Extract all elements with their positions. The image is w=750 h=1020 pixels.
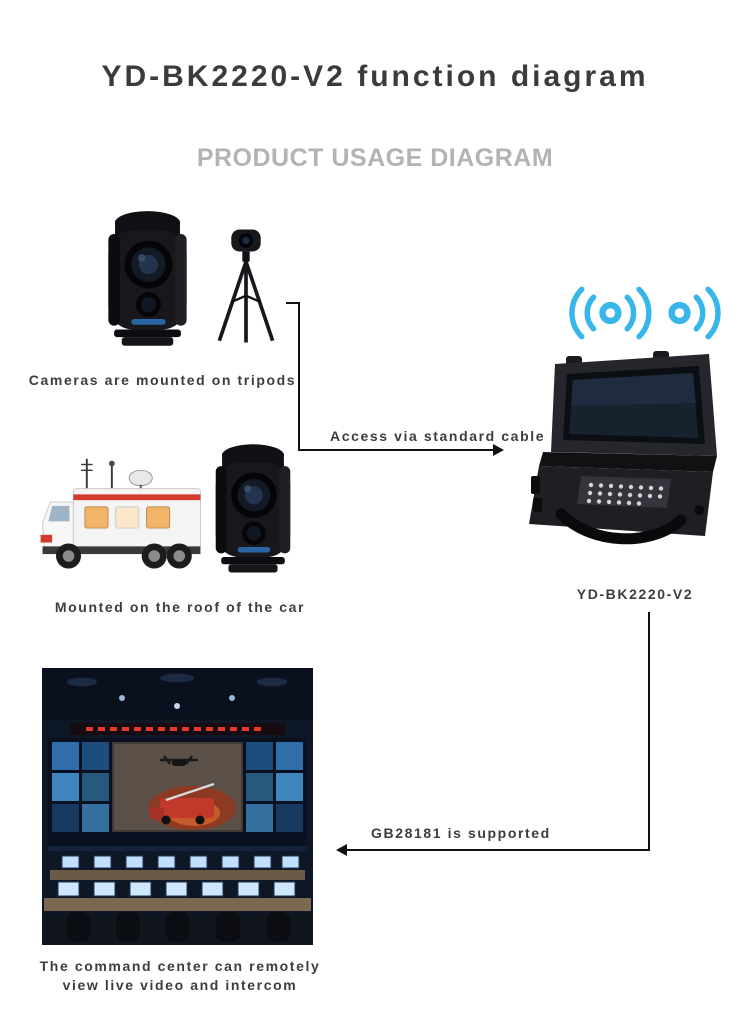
connector-cable-vertical — [298, 302, 300, 451]
case-device-illustration — [503, 348, 721, 560]
caption-command-center: The command center can remotely view liv… — [15, 957, 345, 995]
caption-command-center-line2: view live video and intercom — [62, 977, 298, 993]
connector-cable-horizontal — [298, 449, 494, 451]
command-center-illustration — [42, 668, 313, 945]
tripod-camera-illustration — [207, 224, 285, 348]
device-model-label: YD-BK2220-V2 — [576, 586, 694, 602]
ptz-camera-icon — [108, 211, 187, 346]
wifi-signal-icon — [563, 282, 721, 344]
caption-command-center-line1: The command center can remotely — [39, 958, 321, 974]
truck-illustration — [35, 452, 207, 582]
page-subtitle: PRODUCT USAGE DIAGRAM — [196, 144, 554, 172]
command-center-icon — [42, 668, 313, 945]
ptz-camera-icon — [215, 444, 291, 573]
ptz-camera-illustration — [95, 202, 200, 352]
truck-icon — [40, 458, 201, 569]
arrow-left-icon — [336, 844, 347, 856]
wifi-waves-icon — [569, 286, 721, 340]
arrow-right-icon — [493, 444, 504, 456]
ptz-camera-roof-illustration — [203, 434, 303, 580]
case-device-icon — [529, 351, 717, 545]
caption-tripods: Cameras are mounted on tripods — [28, 372, 297, 388]
page-title: YD-BK2220-V2 function diagram — [101, 60, 649, 93]
connector-stub — [286, 302, 300, 304]
connector-gb-horizontal — [347, 849, 650, 851]
caption-car-roof: Mounted on the roof of the car — [54, 599, 306, 615]
cable-connection-label: Access via standard cable — [330, 428, 546, 444]
gb28181-connection-label: GB28181 is supported — [371, 825, 551, 841]
connector-gb-vertical — [648, 612, 650, 851]
tripod-camera-icon — [217, 229, 275, 343]
